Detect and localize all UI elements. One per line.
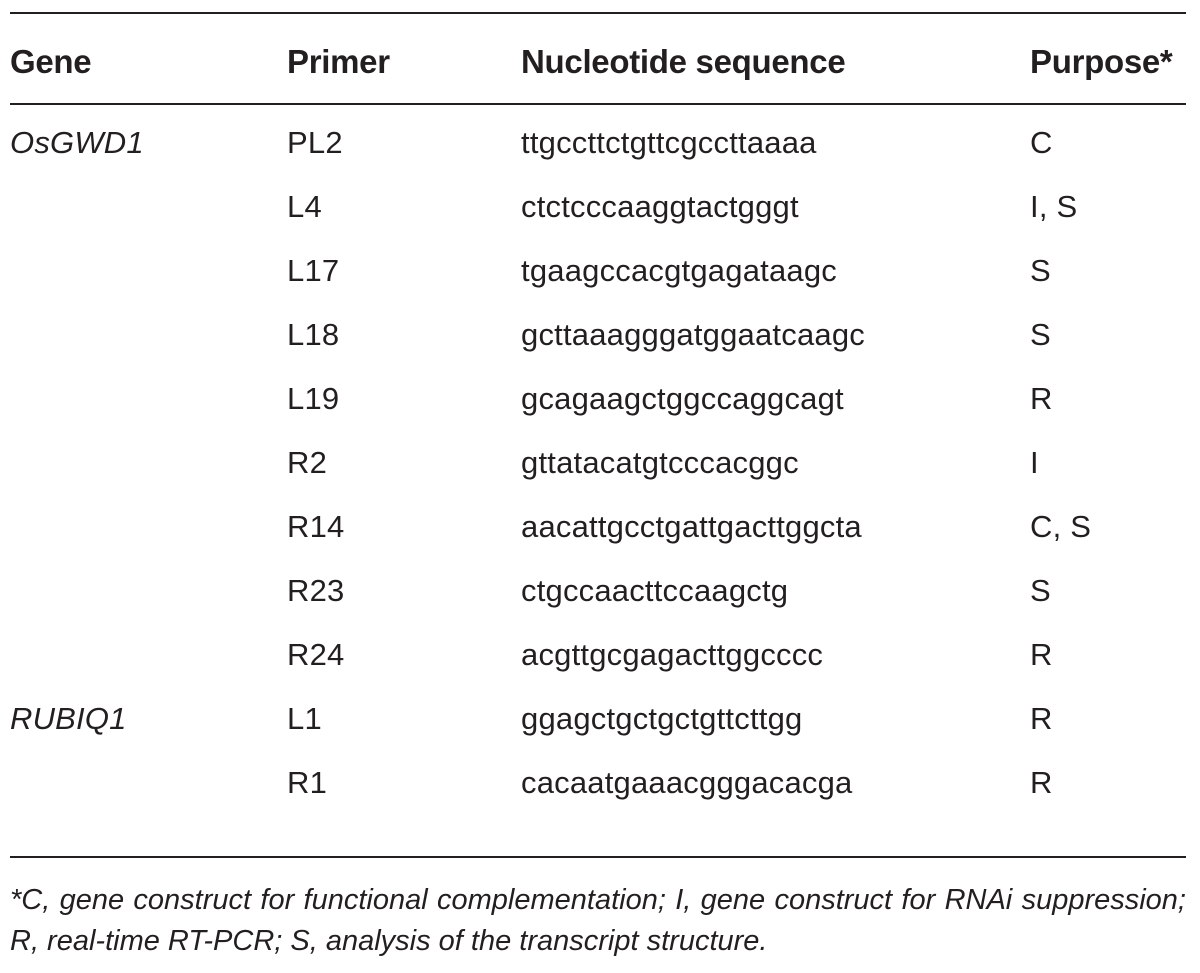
table-row: L18 gcttaaagggatggaatcaagc S — [10, 303, 1186, 367]
cell-primer: L17 — [287, 253, 340, 288]
cell-gene: OsGWD1 — [10, 125, 144, 160]
cell-primer: L18 — [287, 317, 340, 352]
cell-purpose: R — [1030, 701, 1053, 736]
cell-gene — [10, 559, 287, 623]
cell-purpose: R — [1030, 637, 1053, 672]
cell-purpose: I — [1030, 445, 1039, 480]
cell-gene — [10, 751, 287, 815]
table-row: R23 ctgccaacttccaagctg S — [10, 559, 1186, 623]
table-row: R14 aacattgcctgattgacttggcta C, S — [10, 495, 1186, 559]
cell-sequence: acgttgcgagacttggcccc — [521, 637, 824, 672]
table-row: L17 tgaagccacgtgagataagc S — [10, 239, 1186, 303]
header-sequence: Nucleotide sequence — [521, 43, 846, 80]
header-purpose: Purpose* — [1030, 43, 1173, 80]
cell-primer: L19 — [287, 381, 340, 416]
table-bottom-rule — [10, 856, 1186, 858]
cell-primer: L4 — [287, 189, 322, 224]
cell-sequence: cacaatgaaacgggacacga — [521, 765, 853, 800]
cell-purpose: S — [1030, 573, 1051, 608]
cell-gene — [10, 431, 287, 495]
table-header-row: Gene Primer Nucleotide sequence Purpose* — [10, 31, 1186, 93]
cell-purpose: S — [1030, 317, 1051, 352]
cell-sequence: ctctcccaaggtactgggt — [521, 189, 799, 224]
header-gene: Gene — [10, 43, 92, 80]
cell-gene — [10, 623, 287, 687]
cell-sequence: ttgccttctgttcgccttaaaa — [521, 125, 817, 160]
cell-gene: RUBIQ1 — [10, 701, 127, 736]
cell-sequence: ggagctgctgctgttcttgg — [521, 701, 803, 736]
cell-primer: PL2 — [287, 125, 343, 160]
cell-gene — [10, 175, 287, 239]
table-row: R24 acgttgcgagacttggcccc R — [10, 623, 1186, 687]
table-row: R1 cacaatgaaacgggacacga R — [10, 751, 1186, 815]
cell-purpose: C, S — [1030, 509, 1092, 544]
table-row: OsGWD1 PL2 ttgccttctgttcgccttaaaa C — [10, 111, 1186, 175]
cell-sequence: ctgccaacttccaagctg — [521, 573, 789, 608]
cell-primer: R24 — [287, 637, 345, 672]
cell-sequence: aacattgcctgattgacttggcta — [521, 509, 862, 544]
cell-sequence: gcttaaagggatggaatcaagc — [521, 317, 865, 352]
cell-primer: R14 — [287, 509, 345, 544]
cell-primer: R23 — [287, 573, 345, 608]
table-top-rule — [10, 12, 1186, 14]
cell-purpose: I, S — [1030, 189, 1078, 224]
table-row: L19 gcagaagctggccaggcagt R — [10, 367, 1186, 431]
table-header-rule — [10, 103, 1186, 105]
header-primer: Primer — [287, 43, 390, 80]
table-row: L4 ctctcccaaggtactgggt I, S — [10, 175, 1186, 239]
cell-sequence: gcagaagctggccaggcagt — [521, 381, 844, 416]
primer-table: Gene Primer Nucleotide sequence Purpose*… — [10, 31, 1186, 815]
table-row: RUBIQ1 L1 ggagctgctgctgttcttgg R — [10, 687, 1186, 751]
cell-primer: R2 — [287, 445, 328, 480]
cell-gene — [10, 367, 287, 431]
cell-purpose: S — [1030, 253, 1051, 288]
cell-primer: R1 — [287, 765, 328, 800]
cell-purpose: C — [1030, 125, 1053, 160]
table-row: R2 gttatacatgtcccacggc I — [10, 431, 1186, 495]
cell-primer: L1 — [287, 701, 322, 736]
cell-sequence: gttatacatgtcccacggc — [521, 445, 799, 480]
cell-purpose: R — [1030, 765, 1053, 800]
cell-sequence: tgaagccacgtgagataagc — [521, 253, 837, 288]
cell-gene — [10, 303, 287, 367]
table-footnote: *C, gene construct for functional comple… — [10, 884, 1186, 957]
cell-purpose: R — [1030, 381, 1053, 416]
cell-gene — [10, 495, 287, 559]
cell-gene — [10, 239, 287, 303]
